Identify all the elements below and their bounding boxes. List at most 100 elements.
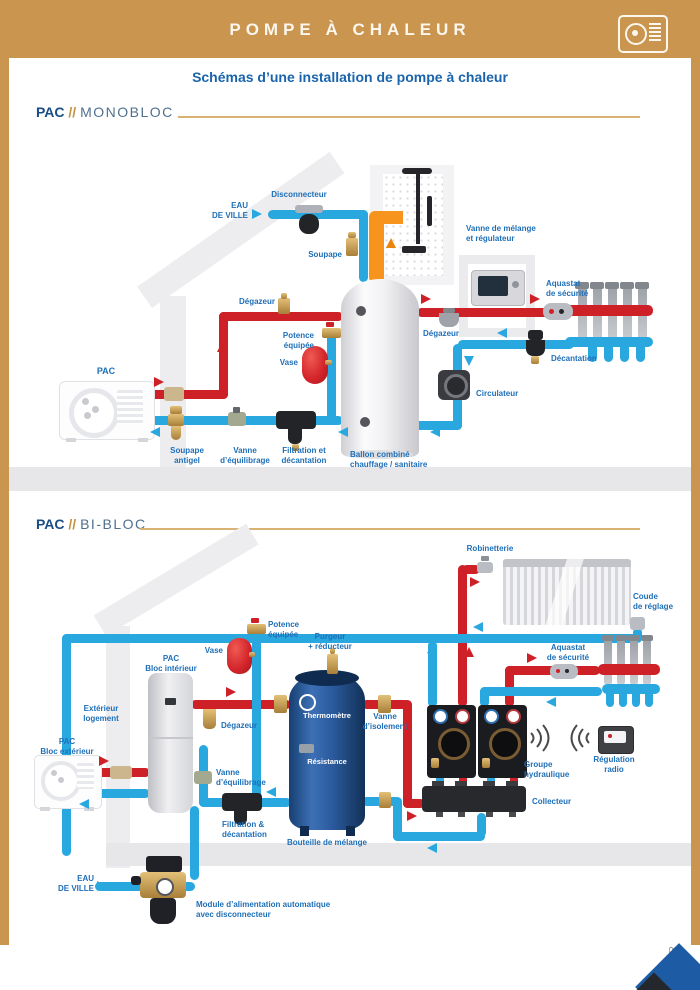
aquastat-device [543, 303, 573, 320]
label-purgeur: Purgeur + réducteur [308, 632, 352, 651]
bouteille-leg [346, 826, 355, 836]
section-bibloc-rule [140, 528, 640, 530]
robinetterie-knob [481, 556, 489, 561]
manifold-loop [636, 345, 645, 362]
module-drain [482, 758, 490, 768]
pac-fan-blade [84, 412, 91, 419]
manifold-loop [606, 693, 614, 707]
label-pac-exterieur: PAC Bloc extérieur [40, 737, 94, 756]
pac-indoor-logo [165, 698, 176, 705]
label-soupape: Soupape [308, 250, 342, 259]
label-circulateur: Circulateur [476, 389, 519, 398]
module-alimentation-knob [131, 876, 141, 885]
flow-arrow [530, 294, 540, 304]
gauge-blue [433, 709, 448, 724]
flow-arrow [527, 653, 537, 663]
shower-tray [402, 246, 426, 253]
label-eau-de-ville: EAU DE VILLE [211, 201, 248, 220]
aquastat-led-black [559, 309, 564, 314]
circulateur-rotor [444, 374, 468, 398]
module-alimentation-gauge [156, 878, 174, 896]
collecteur-bumps [432, 781, 444, 787]
pump-rotor [438, 728, 470, 760]
page-title: POMPE À CHALEUR [229, 20, 471, 39]
filtration-drain [292, 444, 299, 451]
pipe-pac-riser [219, 312, 228, 399]
bouteille-top-cap [295, 670, 359, 686]
shower-pole [416, 174, 420, 244]
pipe-collecteur-riser [477, 813, 486, 837]
shower-hand-sprayer [427, 196, 432, 226]
soupape-cap [348, 232, 356, 238]
soupape-antigel-body [168, 414, 184, 426]
manifold-supply-bar [558, 305, 653, 316]
thermometer-icon [299, 694, 316, 711]
flow-arrow [407, 811, 417, 821]
pipe-pac-out [150, 390, 228, 399]
manifold-cap [575, 282, 589, 289]
pipe-indoor-to-tank [191, 700, 291, 709]
pipe-manifold2-return [480, 687, 602, 696]
purgeur-valve [327, 654, 338, 674]
house-wall [160, 296, 186, 472]
gauge-red [455, 709, 470, 724]
pipe-hot-sanitary [369, 218, 384, 282]
vanne-equilibrage2-valve [194, 771, 212, 784]
aquastat2-device [550, 664, 578, 679]
potence-handle [326, 322, 334, 327]
manifold-cap [602, 635, 614, 641]
filtration-pot [288, 428, 302, 444]
flow-arrow [97, 881, 107, 891]
pipe-module2-red-riser [505, 666, 514, 707]
disconnecteur-bulb [299, 214, 319, 234]
pipe-manifold-return [458, 340, 574, 349]
section-kicker: PAC [36, 516, 65, 532]
right-border [691, 0, 700, 945]
label-filtration: Filtration et décantation [281, 446, 327, 465]
pac-fan-blade [51, 770, 57, 776]
gauge-blue [484, 709, 499, 724]
manifold-cap [620, 282, 634, 289]
soupape-valve [346, 238, 358, 256]
left-border [0, 0, 9, 945]
label-vanne-melange: Vanne de mélange et régulateur [466, 224, 536, 243]
flow-arrow [421, 294, 431, 304]
flow-arrow [473, 622, 483, 632]
collecteur-port [436, 812, 443, 817]
pipe-vase2-riser [252, 630, 261, 805]
flow-arrow [154, 377, 164, 387]
pipe-to-tank [219, 312, 343, 321]
vanne-equilibrage-handle [233, 407, 240, 413]
radio-waves-icon [530, 724, 550, 752]
pipe-outdoor-blue [96, 789, 150, 798]
flow-arrow [266, 787, 276, 797]
wall-sleeve [164, 387, 184, 401]
label-degazeur2: Dégazeur [221, 721, 258, 730]
filtration-body [276, 411, 316, 429]
vase2-connector [249, 652, 255, 657]
pipe-module2-blue-stub [480, 687, 489, 707]
resistance-icon [299, 744, 314, 753]
label-vanne-equilibrage2: Vanne d’équilibrage [216, 768, 266, 787]
manifold-return-bar [565, 337, 653, 347]
flow-arrow [464, 647, 474, 657]
pipe-return-main [150, 416, 343, 425]
pipe-tank2-blue-drop [393, 797, 402, 841]
label-disconnecteur: Disconnecteur [271, 190, 327, 199]
aquastat2-led-red [556, 669, 560, 673]
label-vase2: Vase [204, 646, 223, 655]
section-monobloc-header: PAC // MONOBLOC [36, 104, 174, 120]
robinetterie-valve [477, 562, 493, 573]
degazeur2-valve [203, 709, 216, 729]
section-name: BI-BLOC [80, 516, 147, 532]
label-vanne-isolement: Vanne d’isolement [362, 712, 408, 731]
soupape-antigel-top [170, 406, 182, 414]
pac-foot [40, 807, 50, 811]
floor [106, 843, 691, 866]
label-ballon: Ballon combiné chauffage / sanitaire [350, 450, 428, 469]
flow-arrow [546, 697, 556, 707]
label-vanne-equilibrage: Vanne d’équilibrage [220, 446, 270, 465]
purgeur-tip [330, 648, 335, 654]
vase2-expansion [227, 638, 252, 674]
label-groupe-hydraulique: Groupe hydraulique [524, 760, 570, 779]
